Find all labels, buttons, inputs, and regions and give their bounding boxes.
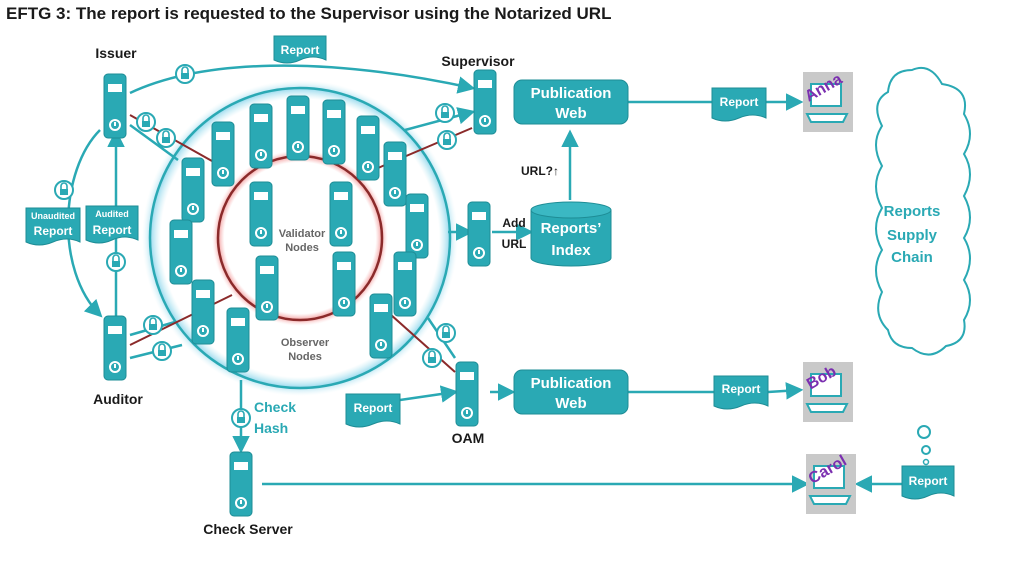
publication-web-box-2[interactable]: Publication Web — [513, 369, 629, 415]
node-server-icon — [286, 95, 310, 161]
node-server-icon — [191, 279, 215, 345]
index-server-icon[interactable] — [467, 201, 491, 267]
check-server-icon[interactable] — [229, 451, 253, 517]
lock-icon — [437, 130, 457, 150]
node-server-icon — [356, 115, 380, 181]
page-title: EFTG 3: The report is requested to the S… — [6, 4, 612, 23]
report-oam-label: Report — [354, 401, 393, 415]
node-server-icon — [226, 307, 250, 373]
hash-label: Hash — [254, 420, 288, 436]
issuer-server-icon[interactable] — [103, 73, 127, 139]
auditor-label: Auditor — [93, 391, 143, 407]
add-label: Add — [502, 216, 525, 230]
check-label: Check — [254, 399, 296, 415]
unaudited-report-doc[interactable]: Unaudited Report — [25, 207, 81, 246]
audited-report-label: Report — [93, 223, 132, 237]
check-server-label: Check Server — [203, 521, 293, 537]
anna-laptop[interactable]: Anna — [802, 71, 854, 133]
lock-icon — [54, 180, 74, 200]
reports-index-database[interactable]: Reports’ Index — [530, 201, 612, 267]
pub-web-1-line1: Publication — [531, 85, 612, 102]
pub-web-2-line1: Publication — [531, 375, 612, 392]
cloud-line1: Reports — [884, 203, 941, 220]
carol-laptop[interactable]: Carol — [805, 453, 857, 515]
observer-nodes-label: Nodes — [288, 351, 322, 363]
report-doc-top[interactable]: Report — [273, 35, 327, 64]
audited-label: Audited — [95, 209, 129, 219]
auditor-server-icon[interactable] — [103, 315, 127, 381]
node-server-icon — [249, 181, 273, 247]
index-line1: Reports’ — [541, 220, 602, 237]
lock-icon — [136, 112, 156, 132]
unaudited-label: Unaudited — [31, 211, 75, 221]
node-server-icon — [369, 293, 393, 359]
supervisor-label: Supervisor — [441, 53, 515, 69]
unaudited-report-label: Report — [34, 224, 73, 238]
publication-web-box-1[interactable]: Publication Web — [513, 79, 629, 125]
url-label: URL — [502, 237, 527, 251]
report-top-label: Report — [281, 43, 320, 57]
node-server-icon — [169, 219, 193, 285]
node-server-icon — [405, 193, 429, 259]
report-doc-carol[interactable]: Report — [901, 465, 955, 500]
pub-web-1-line2: Web — [555, 105, 586, 122]
lock-icon — [143, 315, 163, 335]
index-line2: Index — [551, 242, 591, 259]
lock-icon — [156, 128, 176, 148]
lock-icon — [436, 323, 456, 343]
node-server-icon — [181, 157, 205, 223]
node-server-icon — [332, 251, 356, 317]
node-server-icon — [211, 121, 235, 187]
lock-icon — [231, 408, 251, 428]
oam-label: OAM — [452, 430, 485, 446]
cloud-line2: Supply — [887, 227, 938, 244]
pub-web-2-line2: Web — [555, 395, 586, 412]
audited-report-doc[interactable]: Audited Report — [85, 205, 139, 244]
node-server-icon — [322, 99, 346, 165]
report-anna-label: Report — [720, 95, 759, 109]
node-server-icon — [329, 181, 353, 247]
node-server-icon — [393, 251, 417, 317]
observer-ring — [148, 86, 452, 390]
report-doc-oam[interactable]: Report — [345, 393, 401, 428]
bob-laptop[interactable]: Bob — [802, 361, 854, 423]
validator-label: Validator — [279, 228, 326, 240]
lock-icon — [152, 341, 172, 361]
lock-icon — [422, 348, 442, 368]
url-query-label: URL?↑ — [521, 164, 559, 178]
lock-icon — [175, 64, 195, 84]
reports-supply-chain-cloud: Reports Supply Chain — [875, 66, 971, 466]
lock-icon — [106, 252, 126, 272]
validator-nodes-label: Nodes — [285, 242, 319, 254]
supervisor-server-icon[interactable] — [473, 69, 497, 135]
lock-icon — [435, 103, 455, 123]
report-doc-anna[interactable]: Report — [711, 87, 767, 122]
report-doc-bob[interactable]: Report — [713, 375, 769, 410]
node-server-icon — [255, 255, 279, 321]
issuer-label: Issuer — [95, 45, 137, 61]
report-bob-label: Report — [722, 382, 761, 396]
node-server-icon — [249, 103, 273, 169]
node-server-icon — [383, 141, 407, 207]
oam-server-icon[interactable] — [455, 361, 479, 427]
cloud-line3: Chain — [891, 249, 933, 266]
report-carol-label: Report — [909, 474, 948, 488]
observer-label: Observer — [281, 337, 330, 349]
